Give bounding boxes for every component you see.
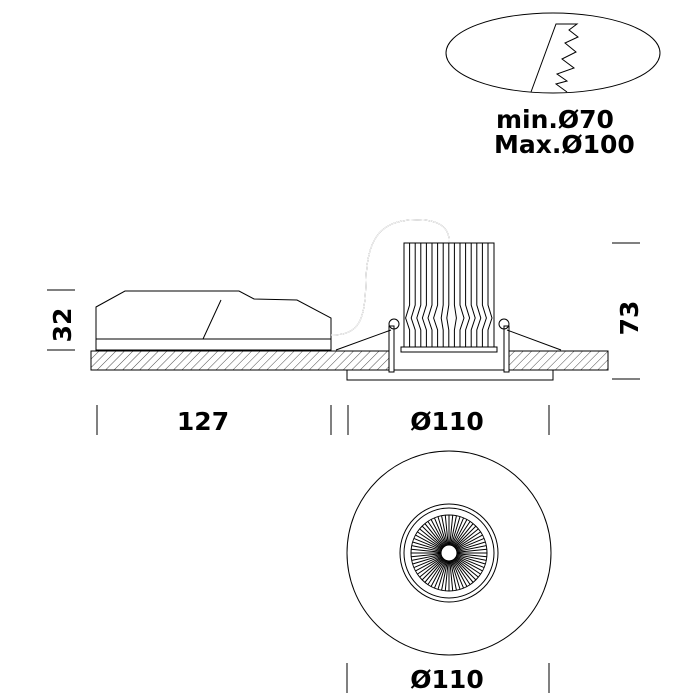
reflector-ray [452, 559, 468, 587]
heatsink-fin [476, 243, 482, 347]
reflector-ray [441, 560, 448, 591]
reflector-ray [449, 560, 454, 591]
heatsink-fin [453, 243, 457, 347]
heatsink-fin [427, 243, 433, 347]
reflector-ray [433, 560, 447, 589]
front-view [346, 450, 552, 656]
dimension-driver-height: 32 [48, 308, 77, 343]
reflector-ray [424, 523, 445, 548]
heatsink-fin [405, 243, 411, 347]
heatsink-fin [470, 243, 476, 347]
reflector-ray [454, 525, 477, 548]
reflector-ray [451, 560, 465, 589]
heatsink [400, 242, 498, 353]
heatsink-fin [465, 243, 471, 347]
cutout-icon [445, 12, 661, 94]
reflector-ray [411, 548, 442, 553]
reflector-ray [444, 560, 449, 591]
dimension-trim-diameter: Ø110 [410, 407, 483, 436]
reflector-ray [427, 559, 445, 585]
heatsink-fin [459, 243, 465, 347]
reflector-ray [417, 531, 443, 549]
reflector-ray [450, 560, 457, 591]
reflector-ray [433, 517, 447, 546]
driver-box [95, 290, 332, 351]
reflector-ray [424, 558, 445, 583]
ceiling-left [90, 350, 391, 371]
reflector-ray [412, 554, 442, 565]
reflector-ray [417, 557, 443, 575]
trim-flange [346, 369, 554, 381]
reflector-ray [419, 528, 444, 549]
reflector-ray [413, 537, 442, 551]
reflector-ray [450, 516, 461, 546]
reflector-ray [455, 531, 481, 549]
reflector-ray [455, 557, 481, 575]
reflector-ray [456, 548, 487, 553]
dimension-driver-length: 127 [177, 407, 229, 436]
reflector-ray [415, 534, 443, 550]
side-view [90, 219, 609, 381]
reflector-ray [456, 537, 485, 551]
reflector-ray [454, 528, 479, 549]
reflector-ray [427, 521, 445, 547]
reflector-ray [450, 515, 457, 546]
reflector-ray [412, 541, 442, 552]
reflector-ray [450, 560, 461, 590]
heatsink-fin [481, 243, 487, 347]
heatsink-fin [433, 243, 439, 347]
reflector-ray [421, 558, 444, 581]
reflector-ray [411, 553, 442, 558]
heatsink-fin [487, 243, 493, 347]
reflector-ray [456, 545, 487, 552]
reflector-ray [437, 516, 448, 546]
reflector-ray [419, 557, 444, 578]
reflector-ray [413, 555, 442, 569]
reflector-ray [456, 554, 486, 565]
cutout-max-label: Max.Ø100 [494, 130, 635, 159]
reflector-ray [449, 515, 454, 546]
reflector-ray [455, 534, 483, 550]
reflector-ray [444, 515, 449, 546]
reflector-ray [411, 545, 442, 552]
reflector-ray [453, 559, 471, 585]
reflector-ray [437, 560, 448, 590]
reflector-ray [455, 556, 483, 572]
reflector-ray [454, 557, 479, 578]
reflector-ray [453, 558, 474, 583]
reflector-ray [454, 558, 477, 581]
reflector-ray [441, 515, 448, 546]
reflector-ray [430, 519, 446, 547]
heatsink-fin [440, 243, 444, 347]
heatsink-fin [446, 243, 450, 347]
cutout-min-label: min.Ø70 [496, 105, 614, 134]
reflector-ray [415, 556, 443, 572]
heatsink-fin [416, 243, 422, 347]
reflector-ray [453, 523, 474, 548]
reflector-ray [456, 553, 487, 558]
reflector-ray [452, 519, 468, 547]
heatsink-fin [421, 243, 427, 347]
reflector-ray [421, 525, 444, 548]
dimension-front-diameter: Ø110 [410, 665, 483, 694]
reflector-ray [430, 559, 446, 587]
reflector-ray [456, 541, 486, 552]
reflector-ray [456, 555, 485, 569]
reflector-ray [456, 554, 487, 561]
ceiling-right [508, 350, 609, 371]
reflector-ray [453, 521, 471, 547]
reflector-ray [451, 517, 465, 546]
reflector-ray [411, 554, 442, 561]
dimension-total-height: 73 [615, 301, 644, 336]
heatsink-fin [410, 243, 416, 347]
